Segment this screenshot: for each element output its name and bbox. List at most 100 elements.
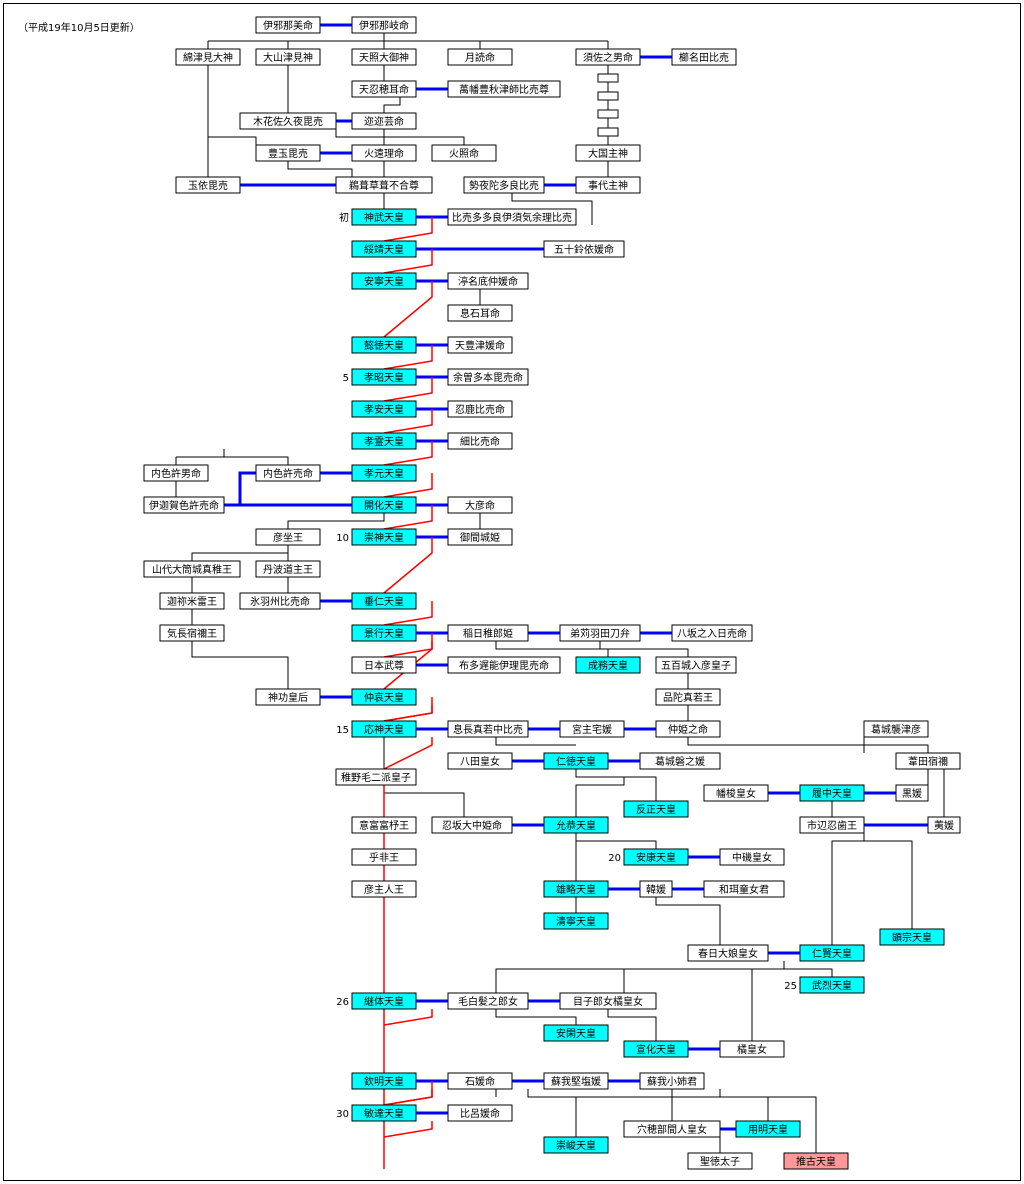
person-box-yasaka: 八坂之入日売命: [671, 624, 753, 642]
person-name: 事代主神: [588, 179, 628, 192]
reign-number: 初: [339, 211, 349, 224]
person-name: 稲日稚郎姫: [463, 627, 513, 640]
person-box-nakashi: 中磯皇女: [719, 848, 785, 866]
person-box-frame: [543, 1072, 609, 1090]
person-box-frame: [447, 48, 513, 66]
person-name: 武烈天皇: [812, 979, 852, 992]
person-name: 目子郎女橘皇女: [573, 995, 643, 1008]
person-box-sujin: 崇神天皇: [351, 528, 417, 546]
person-box-frame: [559, 720, 625, 738]
person-box-mimaki: 御間城姫: [447, 528, 513, 546]
person-name: 孝霊天皇: [364, 435, 404, 448]
person-box-frame: [895, 752, 961, 770]
lineage-line: [863, 737, 929, 753]
person-box-frame: [447, 1072, 513, 1090]
person-box-frame: [719, 1040, 785, 1058]
person-box-ninken: 仁賢天皇: [799, 944, 865, 962]
person-box-seimu: 成務天皇: [575, 656, 641, 674]
person-name: 允恭天皇: [556, 819, 596, 832]
person-box-nakatsu: 仲姫之命: [655, 720, 721, 738]
imperial-line: [383, 737, 433, 770]
lineage-line: [287, 513, 385, 529]
person-box-frame: [351, 656, 417, 674]
person-box-kogen: 孝元天皇: [351, 464, 417, 482]
person-name: 葛城襲津彦: [871, 723, 921, 736]
person-box-frame: [447, 336, 513, 354]
person-name: 迩迩芸命: [364, 115, 404, 128]
person-box-frame: [703, 784, 769, 802]
person-box-hikoimasu: 彦坐王: [255, 528, 321, 546]
imperial-line: [383, 409, 433, 434]
person-name: 葦田宿禰: [908, 755, 948, 768]
person-box-kosho: 孝昭天皇: [351, 368, 417, 386]
person-box-bidatsu: 敏達天皇: [351, 1104, 417, 1122]
person-box-frame: [175, 48, 241, 66]
lineage-line: [287, 161, 353, 177]
person-box-kanisame: 迦祢米雷王: [159, 592, 225, 610]
person-name: 伊邪那美命: [263, 19, 313, 32]
person-box-kurohime: 黒媛: [895, 784, 929, 802]
imperial-line: [383, 441, 433, 466]
person-name: 綏靖天皇: [364, 243, 404, 256]
person-box-frame: [575, 656, 641, 674]
person-box-ishihime: 石媛命: [447, 1072, 513, 1090]
lineage-line: [176, 456, 289, 465]
person-box-frame: [255, 16, 321, 34]
person-name: 玉依毘売: [188, 179, 228, 192]
person-name: 弟苅羽田刀弁: [570, 627, 630, 640]
person-name: 意富富杼王: [359, 819, 409, 832]
imperial-line: [383, 377, 433, 402]
person-name: 市辺忍歯王: [807, 819, 857, 832]
person-box-frame: [351, 240, 417, 258]
person-box-yosotara: 余曽多本毘売命: [447, 368, 529, 386]
person-box-menokotachibana: 目子郎女橘皇女: [559, 992, 657, 1010]
generation-gap-marker: [597, 127, 619, 137]
person-name: 渟名底仲媛命: [458, 275, 518, 288]
person-box-menokoohime: 毛白髪之郎女: [447, 992, 529, 1010]
person-name: 宮主宅媛: [572, 723, 612, 736]
person-name: 稚野毛二派皇子: [341, 771, 411, 784]
lineage-line: [599, 641, 689, 657]
person-box-frame: [543, 1024, 609, 1042]
person-box-jimmu: 神武天皇: [351, 208, 417, 226]
person-box-frame: [351, 144, 417, 162]
person-name: 氷羽州比売命: [250, 595, 310, 608]
person-name: 豊玉毘売: [268, 147, 308, 160]
person-box-frame: [447, 304, 513, 322]
lineage-line: [207, 65, 257, 145]
person-box-frame: [255, 528, 321, 546]
person-name: 五百城入彦皇子: [661, 659, 731, 672]
person-name: 安寧天皇: [364, 275, 404, 288]
imperial-line: [383, 641, 433, 658]
person-box-itoku: 懿徳天皇: [351, 336, 417, 354]
person-box-buretsu: 武烈天皇: [799, 976, 865, 994]
person-name: 荑媛: [934, 819, 954, 832]
imperial-line: [383, 505, 433, 530]
person-name: 雄略天皇: [556, 883, 596, 896]
person-name: 景行天皇: [364, 627, 404, 640]
person-box-takuhatachiji: 萬幡豊秋津師比売尊: [447, 80, 561, 98]
person-box-ichinobe: 市辺忍歯王: [799, 816, 865, 834]
person-box-frame: [655, 720, 721, 738]
person-box-frame: [447, 1104, 513, 1122]
person-box-frame: [879, 928, 945, 946]
lineage-line: [575, 769, 657, 801]
person-box-karahime: 韓媛: [639, 880, 673, 898]
person-box-wani: 和珥童女君: [703, 880, 785, 898]
person-name: 孝昭天皇: [364, 371, 404, 384]
person-box-frame: [143, 496, 225, 514]
person-box-ohiko: 大彦命: [447, 496, 513, 514]
person-box-hikimi: 乎非王: [351, 848, 417, 866]
person-box-kasuga: 春日大娘皇女: [687, 944, 769, 962]
lineage-line: [864, 840, 913, 929]
person-box-susanoo: 須佐之男命: [575, 48, 641, 66]
person-name: 垂仁天皇: [364, 595, 404, 608]
person-box-ninigi: 迩迩芸命: [351, 112, 417, 130]
person-box-frame: [927, 816, 961, 834]
person-box-frame: [255, 48, 321, 66]
person-box-oshisaka: 忍坂大中姫命: [431, 816, 513, 834]
person-box-kenzo: 顕宗天皇: [879, 928, 945, 946]
person-box-frame: [639, 1072, 705, 1090]
person-box-frame: [543, 240, 625, 258]
person-box-hatabi: 幡梭皇女: [703, 784, 769, 802]
